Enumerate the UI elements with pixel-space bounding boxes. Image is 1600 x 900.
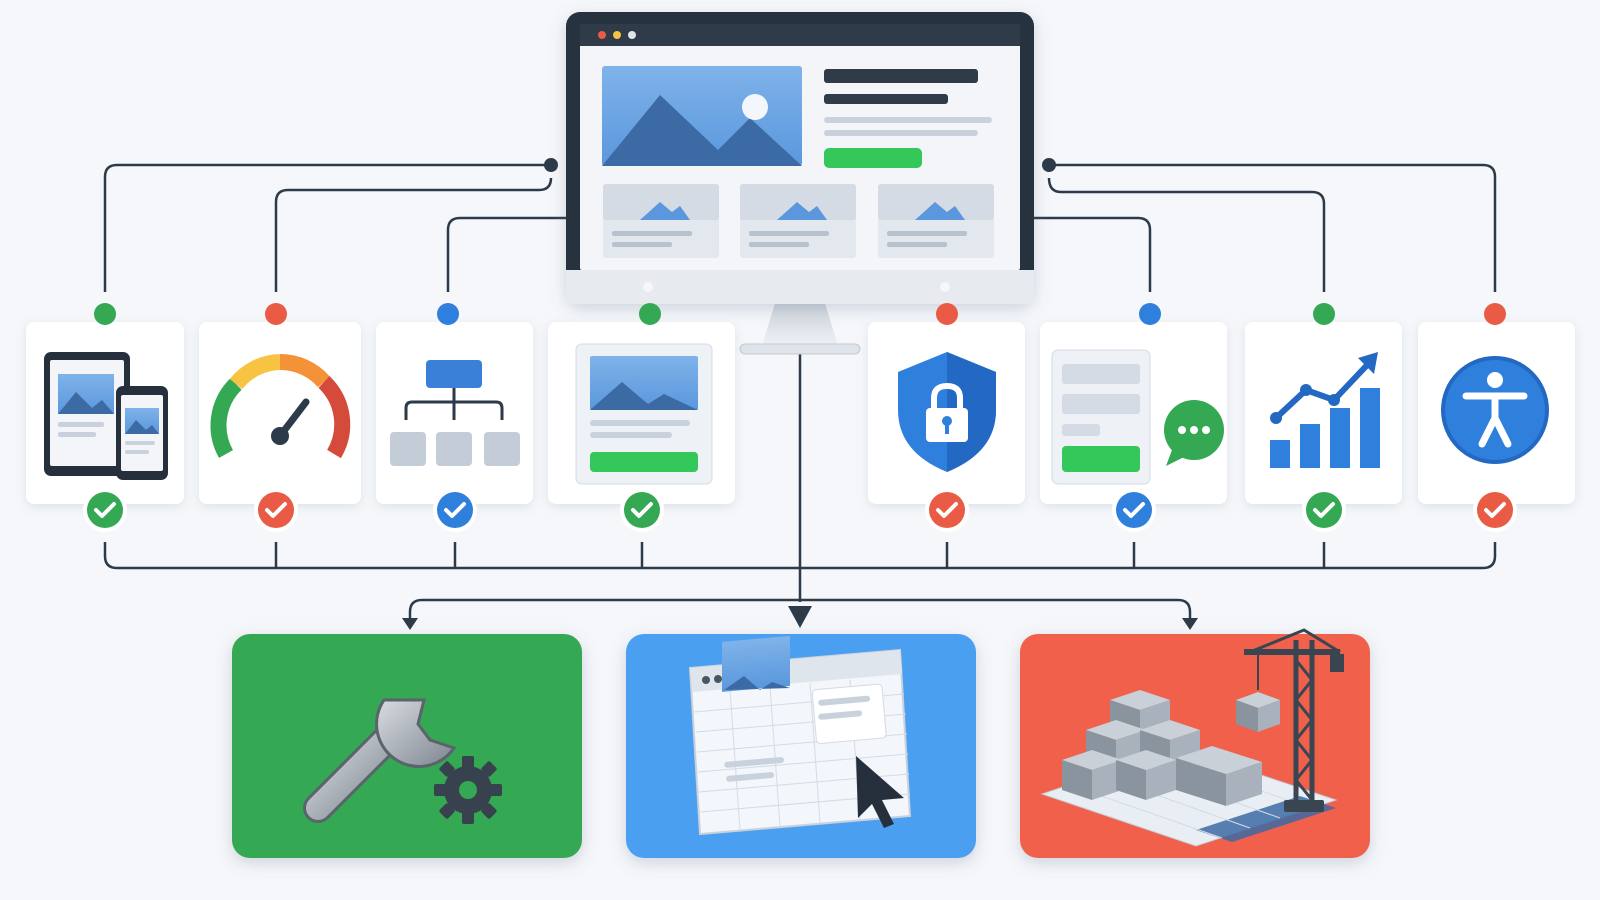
check-badge	[1473, 488, 1517, 532]
status-dot	[1484, 303, 1506, 325]
arrow-to-redesign	[788, 606, 812, 628]
audit-card-performance	[199, 303, 361, 532]
status-dot	[437, 303, 459, 325]
check-badge	[83, 488, 127, 532]
status-dot	[639, 303, 661, 325]
status-dot	[1139, 303, 1161, 325]
check-badge	[925, 488, 969, 532]
accessibility-icon	[1441, 356, 1549, 464]
connector-node-right	[1042, 158, 1056, 172]
hanging-block	[1236, 692, 1280, 732]
audit-card-accessibility	[1418, 303, 1575, 532]
wireframe-cursor-icon	[688, 635, 912, 836]
form-chat-icon	[1051, 349, 1224, 485]
check-badge	[254, 488, 298, 532]
status-dot	[94, 303, 116, 325]
check-badge	[620, 488, 664, 532]
bottom-connectors	[103, 352, 1497, 618]
sitemap-hierarchy-icon	[390, 360, 520, 466]
wrench-gear-icon	[303, 698, 502, 824]
crane	[1244, 628, 1341, 801]
desktop-monitor-website-icon	[566, 12, 1034, 355]
growth-analytics-icon	[1270, 352, 1380, 468]
audit-card-responsive	[26, 303, 184, 532]
check-badge	[433, 488, 477, 532]
responsive-devices-icon	[44, 352, 168, 480]
outcome-panel-rebuild	[1020, 628, 1370, 858]
crane-blocks-icon	[1040, 628, 1344, 847]
status-dot	[1313, 303, 1335, 325]
audit-card-security	[868, 303, 1025, 532]
outcome-panel-redesign	[626, 634, 976, 858]
status-dot	[265, 303, 287, 325]
connector-node-left	[544, 158, 558, 172]
arrow-to-maintain	[402, 618, 418, 630]
status-dot	[936, 303, 958, 325]
outcome-panel-maintain	[232, 634, 582, 858]
audit-card-analytics	[1245, 303, 1402, 532]
audit-card-content	[548, 303, 735, 532]
content-layout-icon	[575, 343, 713, 485]
top-connectors	[103, 163, 1497, 292]
security-shield-lock-icon	[898, 352, 996, 472]
block-stack	[1062, 690, 1262, 806]
audit-card-engagement	[1040, 303, 1227, 532]
speed-gauge-icon	[210, 353, 351, 459]
audit-card-structure	[376, 303, 533, 532]
arrow-to-rebuild	[1182, 618, 1198, 630]
check-badge	[1112, 488, 1156, 532]
check-badge	[1302, 488, 1346, 532]
